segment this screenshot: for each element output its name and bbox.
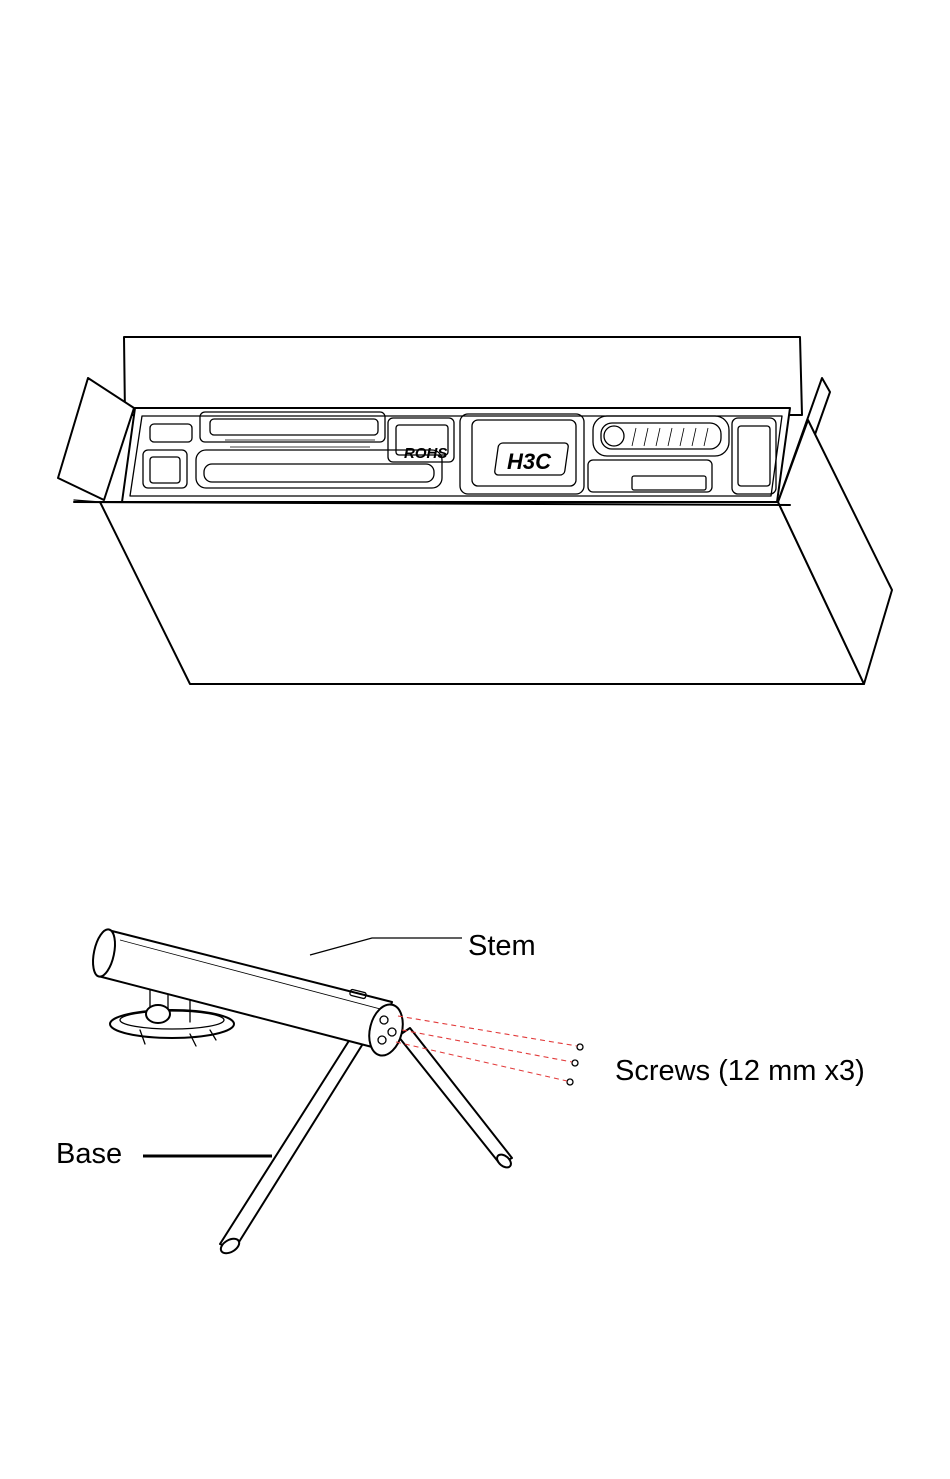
box-left-flap	[58, 378, 134, 500]
rohs-mark: ROHS	[404, 445, 447, 462]
base-label: Base	[56, 1138, 122, 1170]
screw-guide-line-1	[398, 1016, 577, 1046]
stand-illustration: Stem Screws (12 mm x3) Base	[56, 927, 865, 1256]
screw-3-icon	[567, 1079, 573, 1085]
screw-1-icon	[577, 1044, 583, 1050]
base-leg-right	[398, 1028, 513, 1170]
stem-leader-line	[310, 938, 462, 955]
screws-label: Screws (12 mm x3)	[615, 1055, 865, 1087]
box-back-lid	[124, 337, 802, 415]
foam-tray: ROHS H3C	[122, 408, 790, 502]
base-leg-left	[218, 1036, 364, 1256]
stem-label: Stem	[468, 930, 536, 962]
h3c-logo: H3C	[507, 449, 552, 474]
open-box-illustration: ROHS H3C	[58, 337, 892, 684]
screw-2-icon	[572, 1060, 578, 1066]
box-front-face	[100, 502, 864, 684]
